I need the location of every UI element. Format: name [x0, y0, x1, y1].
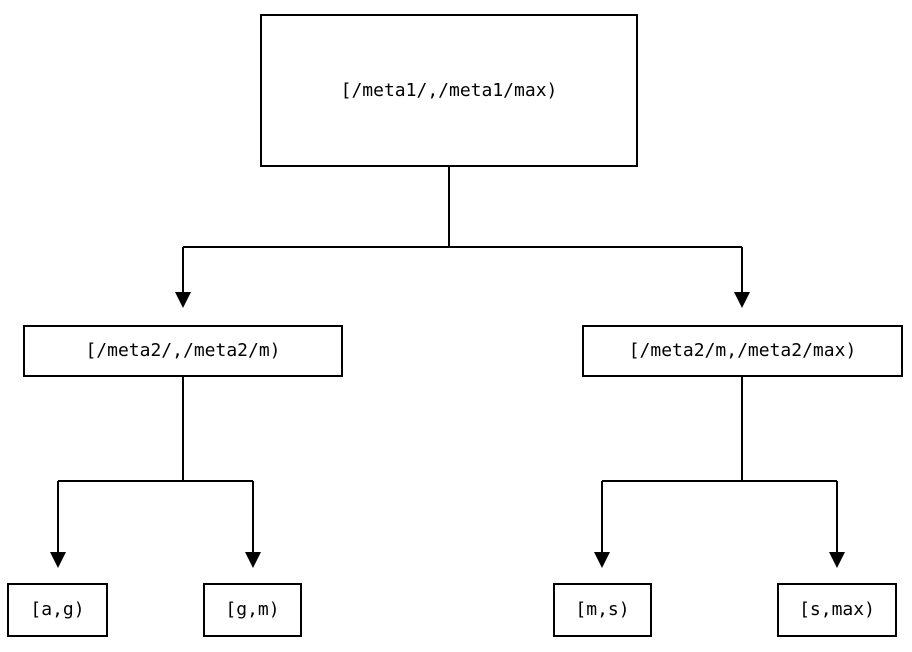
tree-node-leaf-gm-label: [g,m) [225, 599, 280, 620]
tree-node-leaf-ag-label: [a,g) [30, 599, 85, 620]
tree-node-mid-right: [/meta2/m,/meta2/max) [582, 325, 903, 377]
tree-node-leaf-ag: [a,g) [7, 583, 108, 637]
tree-node-root: [/meta1/,/meta1/max) [260, 14, 638, 167]
tree-node-leaf-smax: [s,max) [777, 583, 897, 637]
arrowhead-down-icon [175, 292, 191, 308]
arrowhead-down-icon [245, 552, 261, 568]
tree-node-root-label: [/meta1/,/meta1/max) [340, 79, 558, 101]
arrowhead-down-icon [734, 292, 750, 308]
tree-node-leaf-ms-label: [m,s) [575, 599, 630, 620]
arrowhead-down-icon [594, 552, 610, 568]
tree-node-mid-left: [/meta2/,/meta2/m) [23, 325, 343, 377]
tree-node-mid-left-label: [/meta2/,/meta2/m) [85, 340, 281, 361]
tree-node-leaf-gm: [g,m) [203, 583, 302, 637]
tree-node-mid-right-label: [/meta2/m,/meta2/max) [628, 340, 857, 361]
tree-node-leaf-smax-label: [s,max) [799, 599, 875, 620]
arrowhead-down-icon [829, 552, 845, 568]
arrowhead-down-icon [50, 552, 66, 568]
tree-node-leaf-ms: [m,s) [553, 583, 652, 637]
